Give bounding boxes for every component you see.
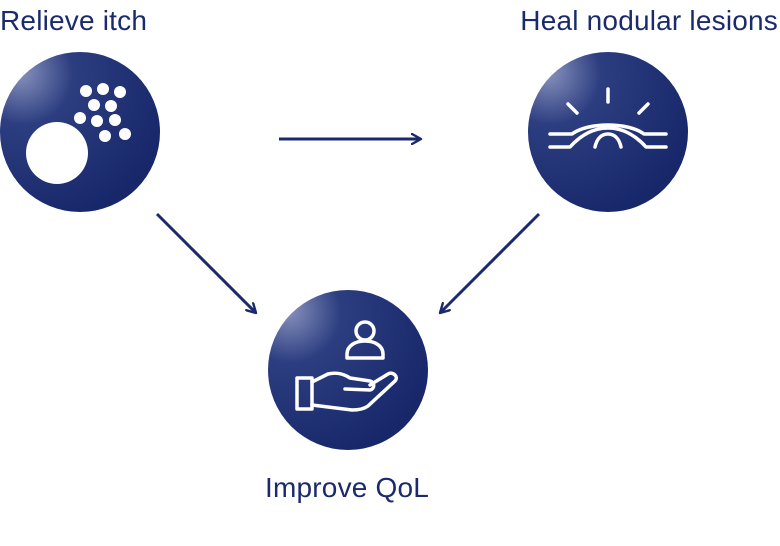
node-improve-qol (268, 290, 428, 450)
person-in-hand-icon (295, 320, 399, 412)
arrow-itch-to-qol (155, 212, 256, 313)
edges (155, 139, 541, 313)
arrow-heal-to-qol (440, 212, 541, 313)
node-relieve-itch (0, 52, 160, 212)
node-label-improve-qol: Improve QoL (265, 472, 430, 503)
node-heal-nodular-lesions (528, 52, 688, 212)
node-label-relieve-itch: Relieve itch (0, 5, 148, 36)
itch-dots-icon (26, 83, 131, 184)
healing-skin-icon (548, 87, 668, 149)
node-label-heal-nodular-lesions: Heal nodular lesions (520, 5, 778, 36)
